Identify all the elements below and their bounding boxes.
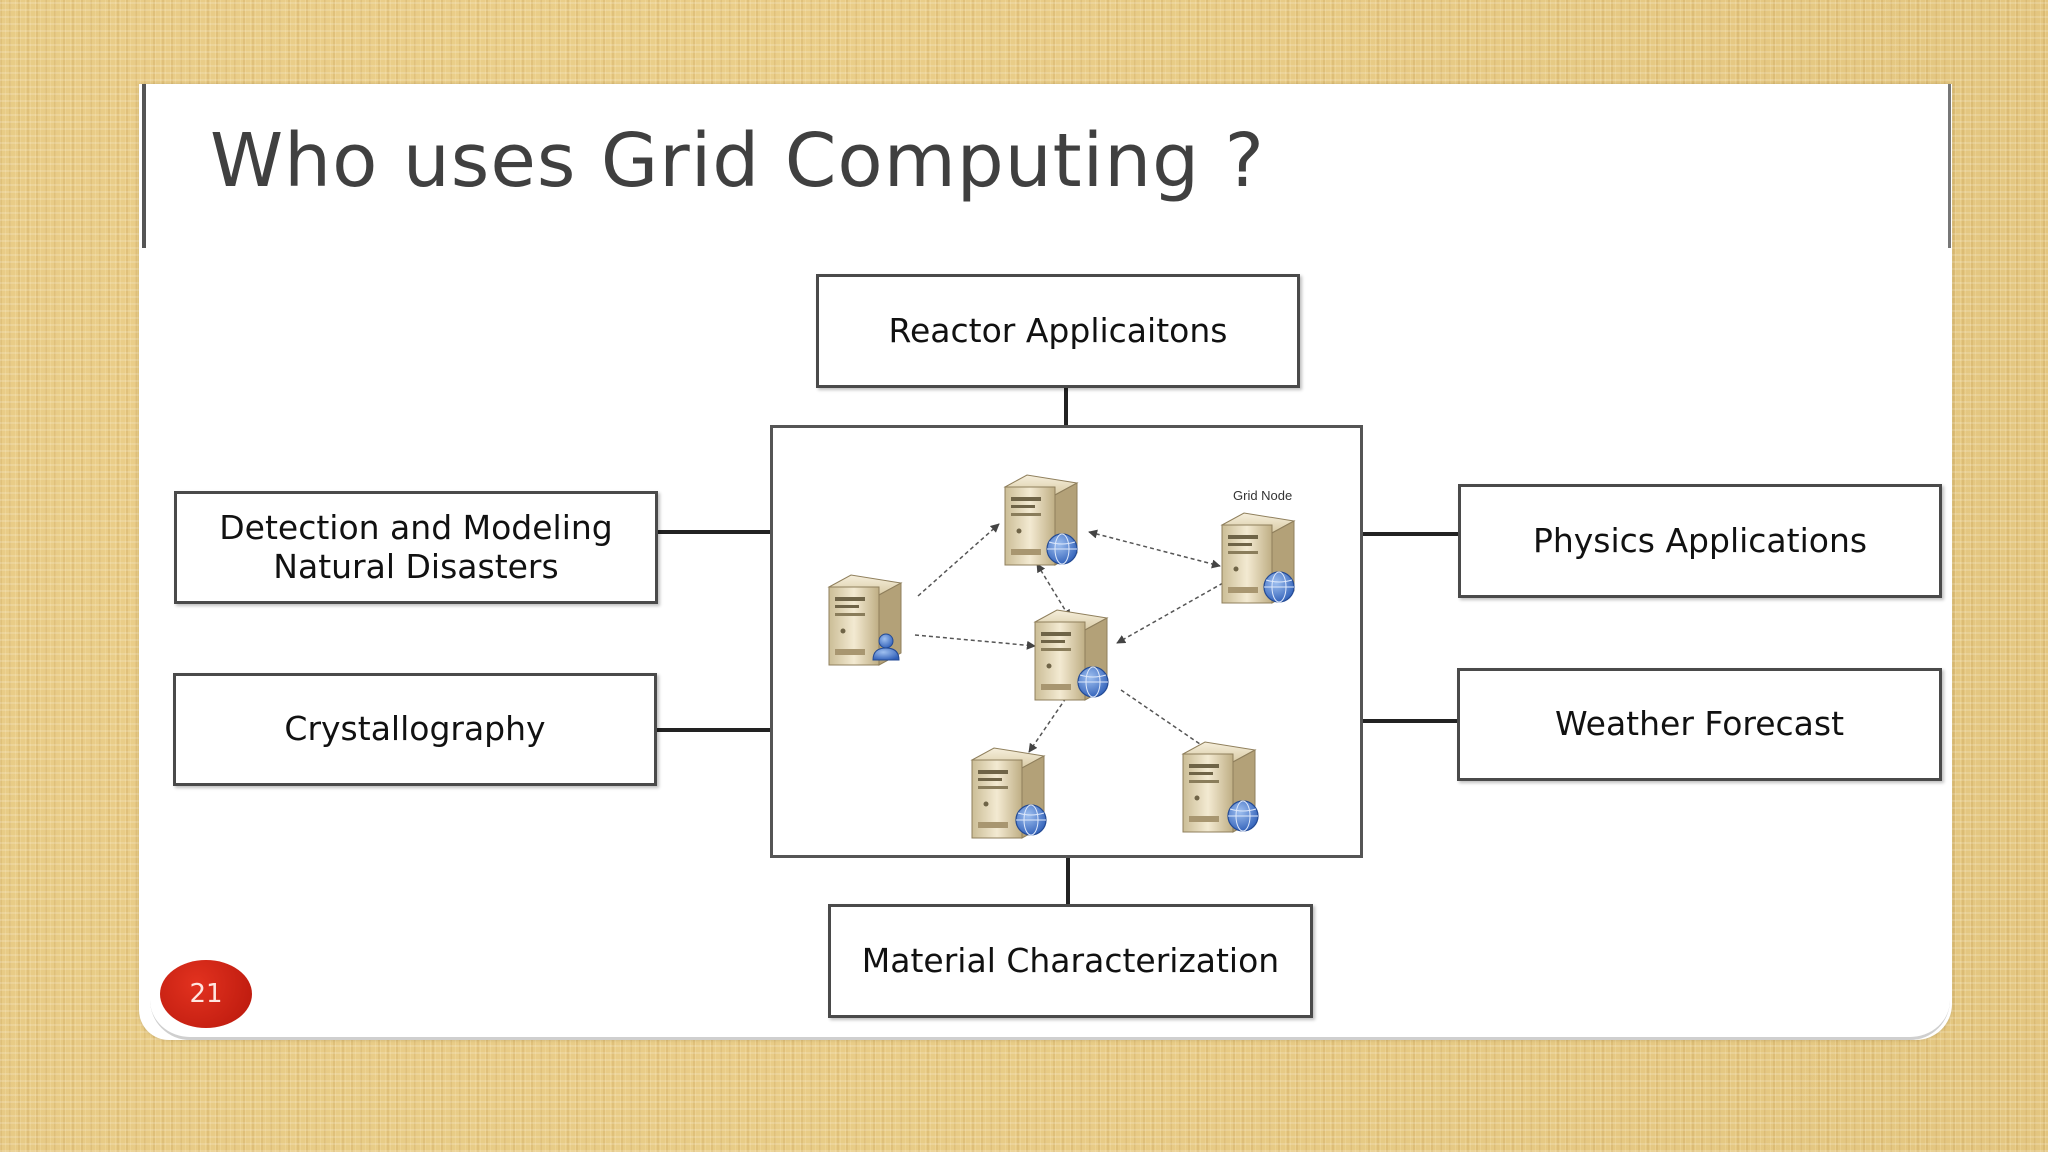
- box-label: Weather Forecast: [1554, 704, 1845, 744]
- connector-top: [1064, 386, 1068, 428]
- globe-icon: [1263, 571, 1295, 603]
- box-physics-applications: Physics Applications: [1458, 484, 1942, 598]
- link-top-to-center: [1036, 563, 1071, 619]
- link-top-to-gridnode: [1088, 529, 1221, 569]
- grid-node-label: Grid Node: [1233, 488, 1293, 503]
- box-label: Physics Applications: [1532, 520, 1868, 560]
- slide-right-accent: [1948, 84, 1951, 248]
- box-label: Material Characterization: [861, 940, 1280, 980]
- user-icon: [872, 633, 900, 661]
- box-label: Detection and Modeling Natural Disasters: [219, 507, 613, 586]
- globe-icon: [1227, 800, 1259, 832]
- link-user-to-center: [914, 634, 1036, 650]
- box-label: Crystallography: [284, 709, 546, 749]
- box-weather-forecast: Weather Forecast: [1457, 668, 1942, 781]
- slide-bottom-curve: [150, 1000, 1950, 1040]
- link-center-to-bottom-left: [1028, 697, 1067, 753]
- grid-network-diagram: [828, 474, 1295, 839]
- connector-left-upper: [656, 530, 772, 534]
- connector-right-lower: [1361, 719, 1461, 723]
- link-center-to-bottom-right: [1120, 689, 1214, 754]
- globe-icon: [1015, 804, 1047, 836]
- link-user-to-top: [917, 523, 1000, 597]
- box-material-characterization: Material Characterization: [828, 904, 1313, 1018]
- slide-left-accent: [142, 84, 146, 248]
- grid-network-panel: [770, 425, 1363, 858]
- page-number-badge: 21: [160, 960, 252, 1028]
- connector-left-lower: [655, 728, 772, 732]
- globe-icon: [1046, 533, 1078, 565]
- connector-right-upper: [1361, 532, 1461, 536]
- box-reactor-applications: Reactor Applicaitons: [816, 274, 1300, 388]
- globe-icon: [1077, 666, 1109, 698]
- connector-bottom: [1066, 855, 1070, 907]
- slide-title: Who uses Grid Computing ?: [210, 118, 1265, 204]
- box-crystallography: Crystallography: [173, 673, 657, 786]
- box-detection-modeling: Detection and Modeling Natural Disasters: [174, 491, 658, 604]
- link-gridnode-to-center: [1116, 582, 1224, 644]
- box-label: Reactor Applicaitons: [888, 310, 1228, 350]
